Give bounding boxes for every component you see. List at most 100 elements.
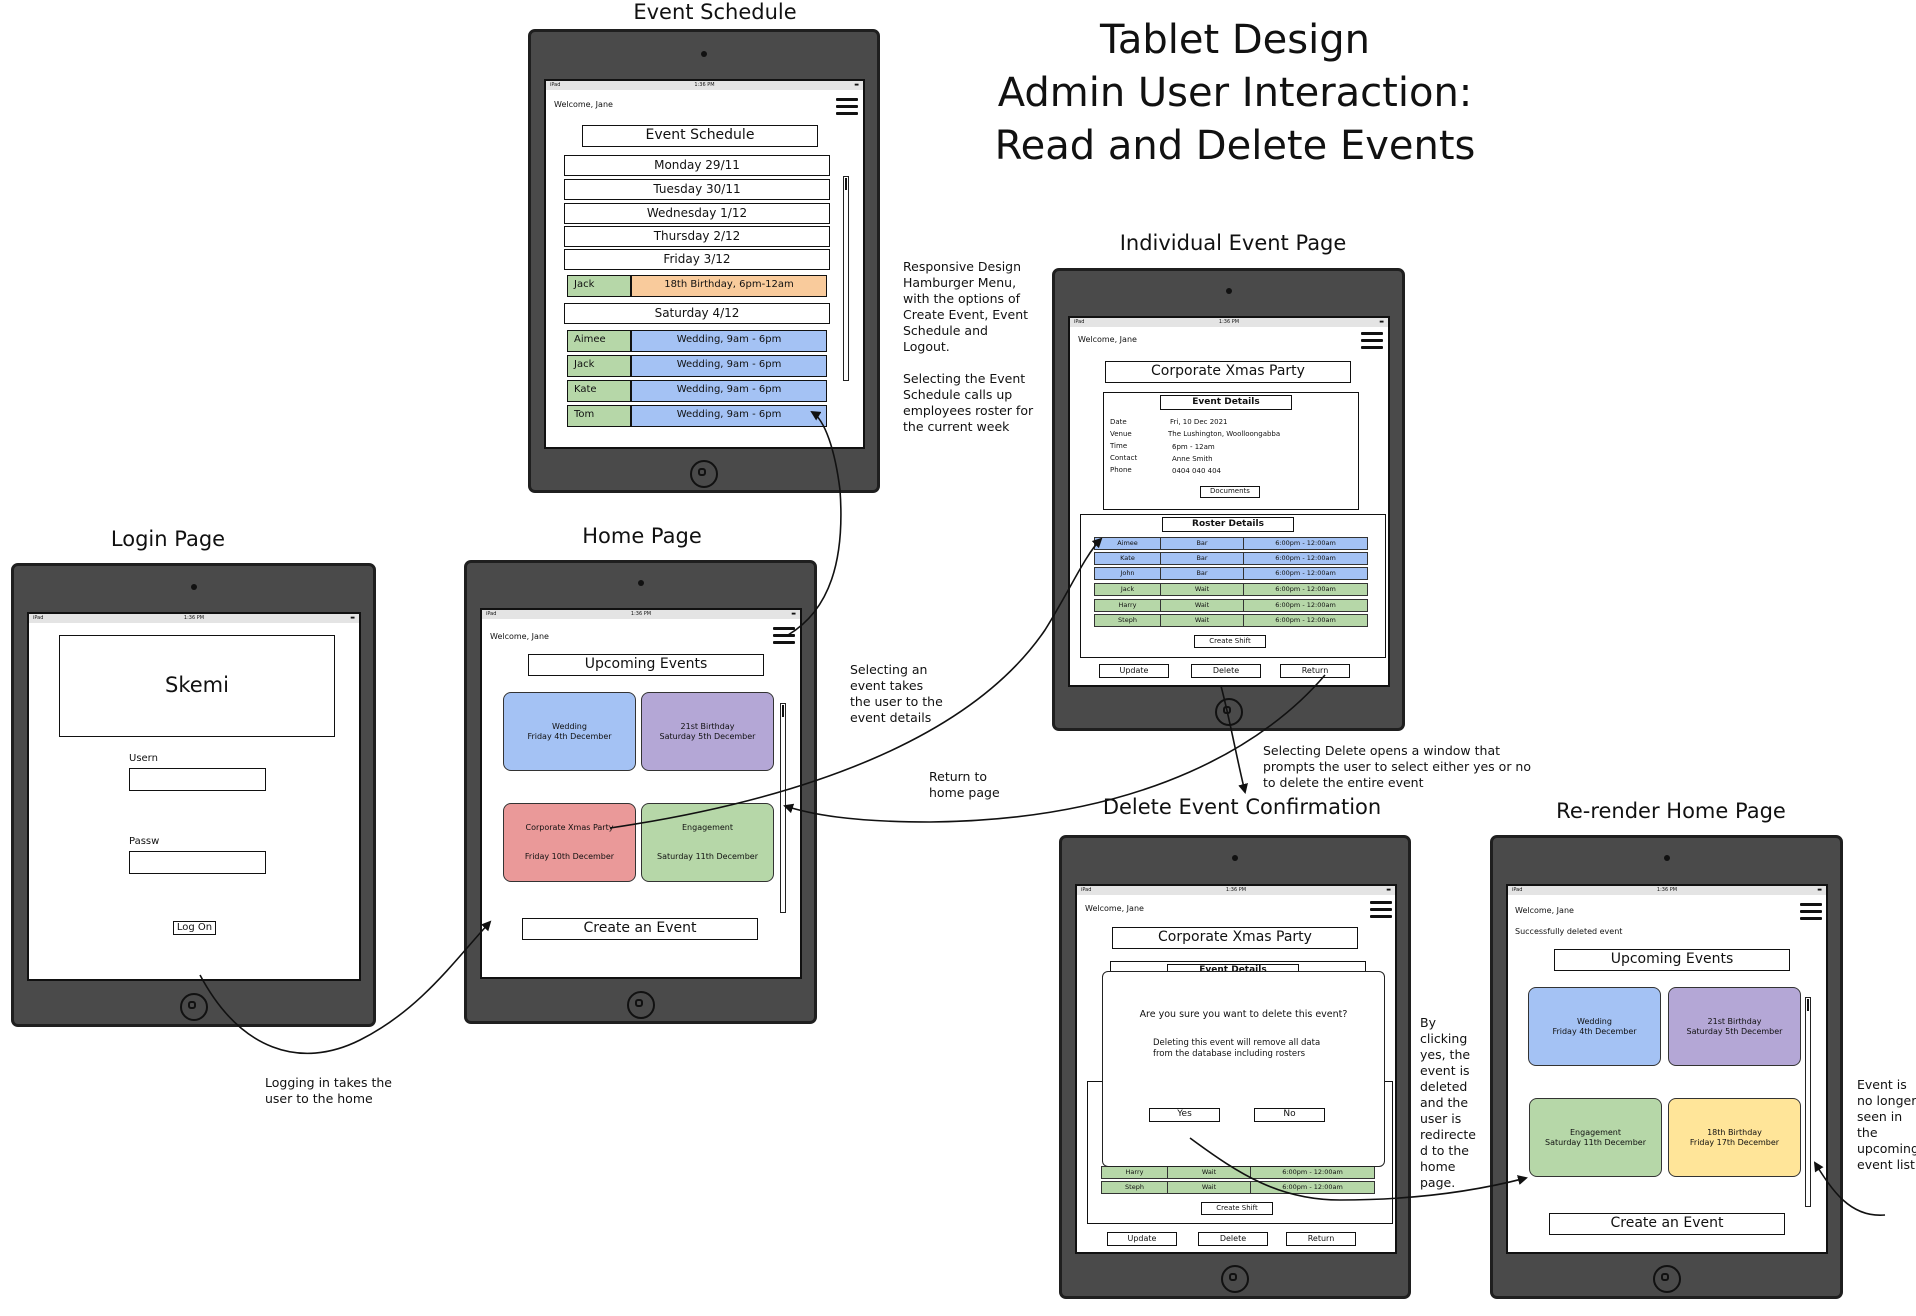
- shift-event[interactable]: Wedding, 9am - 6pm: [631, 330, 827, 352]
- day-row-friday[interactable]: Friday 3/12: [564, 249, 830, 270]
- tablet-home-button: [1652, 1265, 1681, 1293]
- roster-name: Kate: [1095, 553, 1161, 564]
- shift-name: Jack: [567, 355, 631, 377]
- day-row-monday[interactable]: Monday 29/11: [564, 155, 830, 176]
- arrow-home-to-schedule: [787, 410, 842, 636]
- welcome-text: Welcome, Jane: [1085, 904, 1144, 913]
- battery-icon: ▬: [854, 82, 859, 88]
- arrow-login-to-home: [199, 920, 492, 1055]
- roster-role: Wait: [1161, 584, 1244, 595]
- hamburger-menu-icon[interactable]: [1361, 332, 1383, 350]
- dialog-question: Are you sure you want to delete this eve…: [1139, 1009, 1348, 1020]
- create-shift-button[interactable]: Create Shift: [1201, 1202, 1273, 1215]
- day-row-saturday[interactable]: Saturday 4/12: [564, 303, 830, 324]
- scrollbar[interactable]: [1805, 997, 1811, 1207]
- return-button[interactable]: Return: [1280, 664, 1350, 678]
- roster-role: Bar: [1161, 538, 1244, 549]
- event-card-date: Saturday 5th December: [659, 731, 756, 741]
- shift-name: Aimee: [567, 330, 631, 352]
- shift-event[interactable]: Wedding, 9am - 6pm: [631, 355, 827, 377]
- password-field[interactable]: [129, 851, 266, 874]
- event-card-title: Engagement: [1569, 1127, 1622, 1137]
- log-on-button[interactable]: Log On: [173, 921, 216, 935]
- roster-name: Jack: [1095, 584, 1161, 595]
- roster-time: 6:00pm - 12:00am: [1275, 585, 1336, 593]
- detail-label: Phone: [1110, 466, 1132, 474]
- event-card-title: Wedding: [552, 721, 587, 731]
- shift-event[interactable]: Wedding, 9am - 6pm: [631, 380, 827, 402]
- roster-details-header: Roster Details: [1162, 517, 1294, 532]
- event-card-title: Engagement: [681, 823, 734, 832]
- roster-time: 6:00pm - 12:00am: [1275, 616, 1336, 624]
- day-row-tuesday[interactable]: Tuesday 30/11: [564, 179, 830, 200]
- status-carrier: iPad: [33, 615, 44, 621]
- status-time: 1:36 PM: [1218, 319, 1240, 325]
- return-button[interactable]: Return: [1286, 1232, 1356, 1246]
- create-event-button[interactable]: Create an Event: [522, 918, 758, 940]
- delete-button[interactable]: Delete: [1198, 1232, 1268, 1246]
- status-carrier: iPad: [1074, 319, 1085, 325]
- roster-role: Wait: [1161, 600, 1244, 611]
- tablet-camera: [1225, 288, 1232, 294]
- create-shift-button[interactable]: Create Shift: [1194, 635, 1266, 648]
- scrollbar[interactable]: [843, 176, 849, 381]
- login-page-title: Login Page: [110, 527, 226, 551]
- note-delete-prompt: Selecting Delete opens a window that pro…: [1263, 743, 1531, 790]
- detail-value: 0404 040 404: [1172, 467, 1221, 475]
- roster-time: 6:00pm - 12:00am: [1275, 554, 1336, 562]
- roster-time: 6:00pm - 12:00am: [1275, 601, 1336, 609]
- hamburger-menu-icon[interactable]: [773, 627, 795, 645]
- hamburger-menu-icon[interactable]: [1370, 901, 1392, 919]
- yes-button[interactable]: Yes: [1149, 1108, 1220, 1122]
- create-event-button[interactable]: Create an Event: [1549, 1213, 1785, 1235]
- status-carrier: iPad: [486, 611, 497, 617]
- event-card-date: Friday 10th December: [524, 852, 615, 861]
- day-row-thursday[interactable]: Thursday 2/12: [564, 226, 830, 247]
- username-field[interactable]: [129, 768, 266, 791]
- update-button[interactable]: Update: [1107, 1232, 1177, 1246]
- update-button[interactable]: Update: [1099, 664, 1169, 678]
- diagram-title: Tablet Design Admin User Interaction: Re…: [975, 14, 1495, 173]
- note-hamburger: Responsive Design Hamburger Menu, with t…: [903, 259, 1034, 434]
- documents-button[interactable]: Documents: [1200, 486, 1260, 498]
- hamburger-menu-icon[interactable]: [836, 98, 858, 116]
- rerender-home-title: Re-render Home Page: [1556, 799, 1786, 823]
- no-button[interactable]: No: [1254, 1108, 1325, 1122]
- shift-event[interactable]: 18th Birthday, 6pm-12am: [631, 275, 827, 297]
- day-row-wednesday[interactable]: Wednesday 1/12: [564, 203, 830, 224]
- roster-name: Harry: [1102, 1167, 1168, 1178]
- event-card-title: 18th Birthday: [1707, 1127, 1762, 1137]
- event-schedule-title: Event Schedule: [633, 0, 797, 24]
- roster-time: 6:00pm - 12:00am: [1282, 1168, 1343, 1176]
- shift-event[interactable]: Wedding, 9am - 6pm: [631, 405, 827, 427]
- status-time: 1:36 PM: [1656, 887, 1678, 893]
- hamburger-menu-icon[interactable]: [1800, 903, 1822, 921]
- roster-role: Wait: [1168, 1182, 1251, 1193]
- roster-name: Harry: [1095, 600, 1161, 611]
- delete-button[interactable]: Delete: [1191, 664, 1261, 678]
- note-select-event: Selecting an event takes the user to the…: [850, 662, 943, 725]
- status-time: 1:36 PM: [183, 615, 205, 621]
- individual-event-title: Individual Event Page: [1119, 231, 1347, 255]
